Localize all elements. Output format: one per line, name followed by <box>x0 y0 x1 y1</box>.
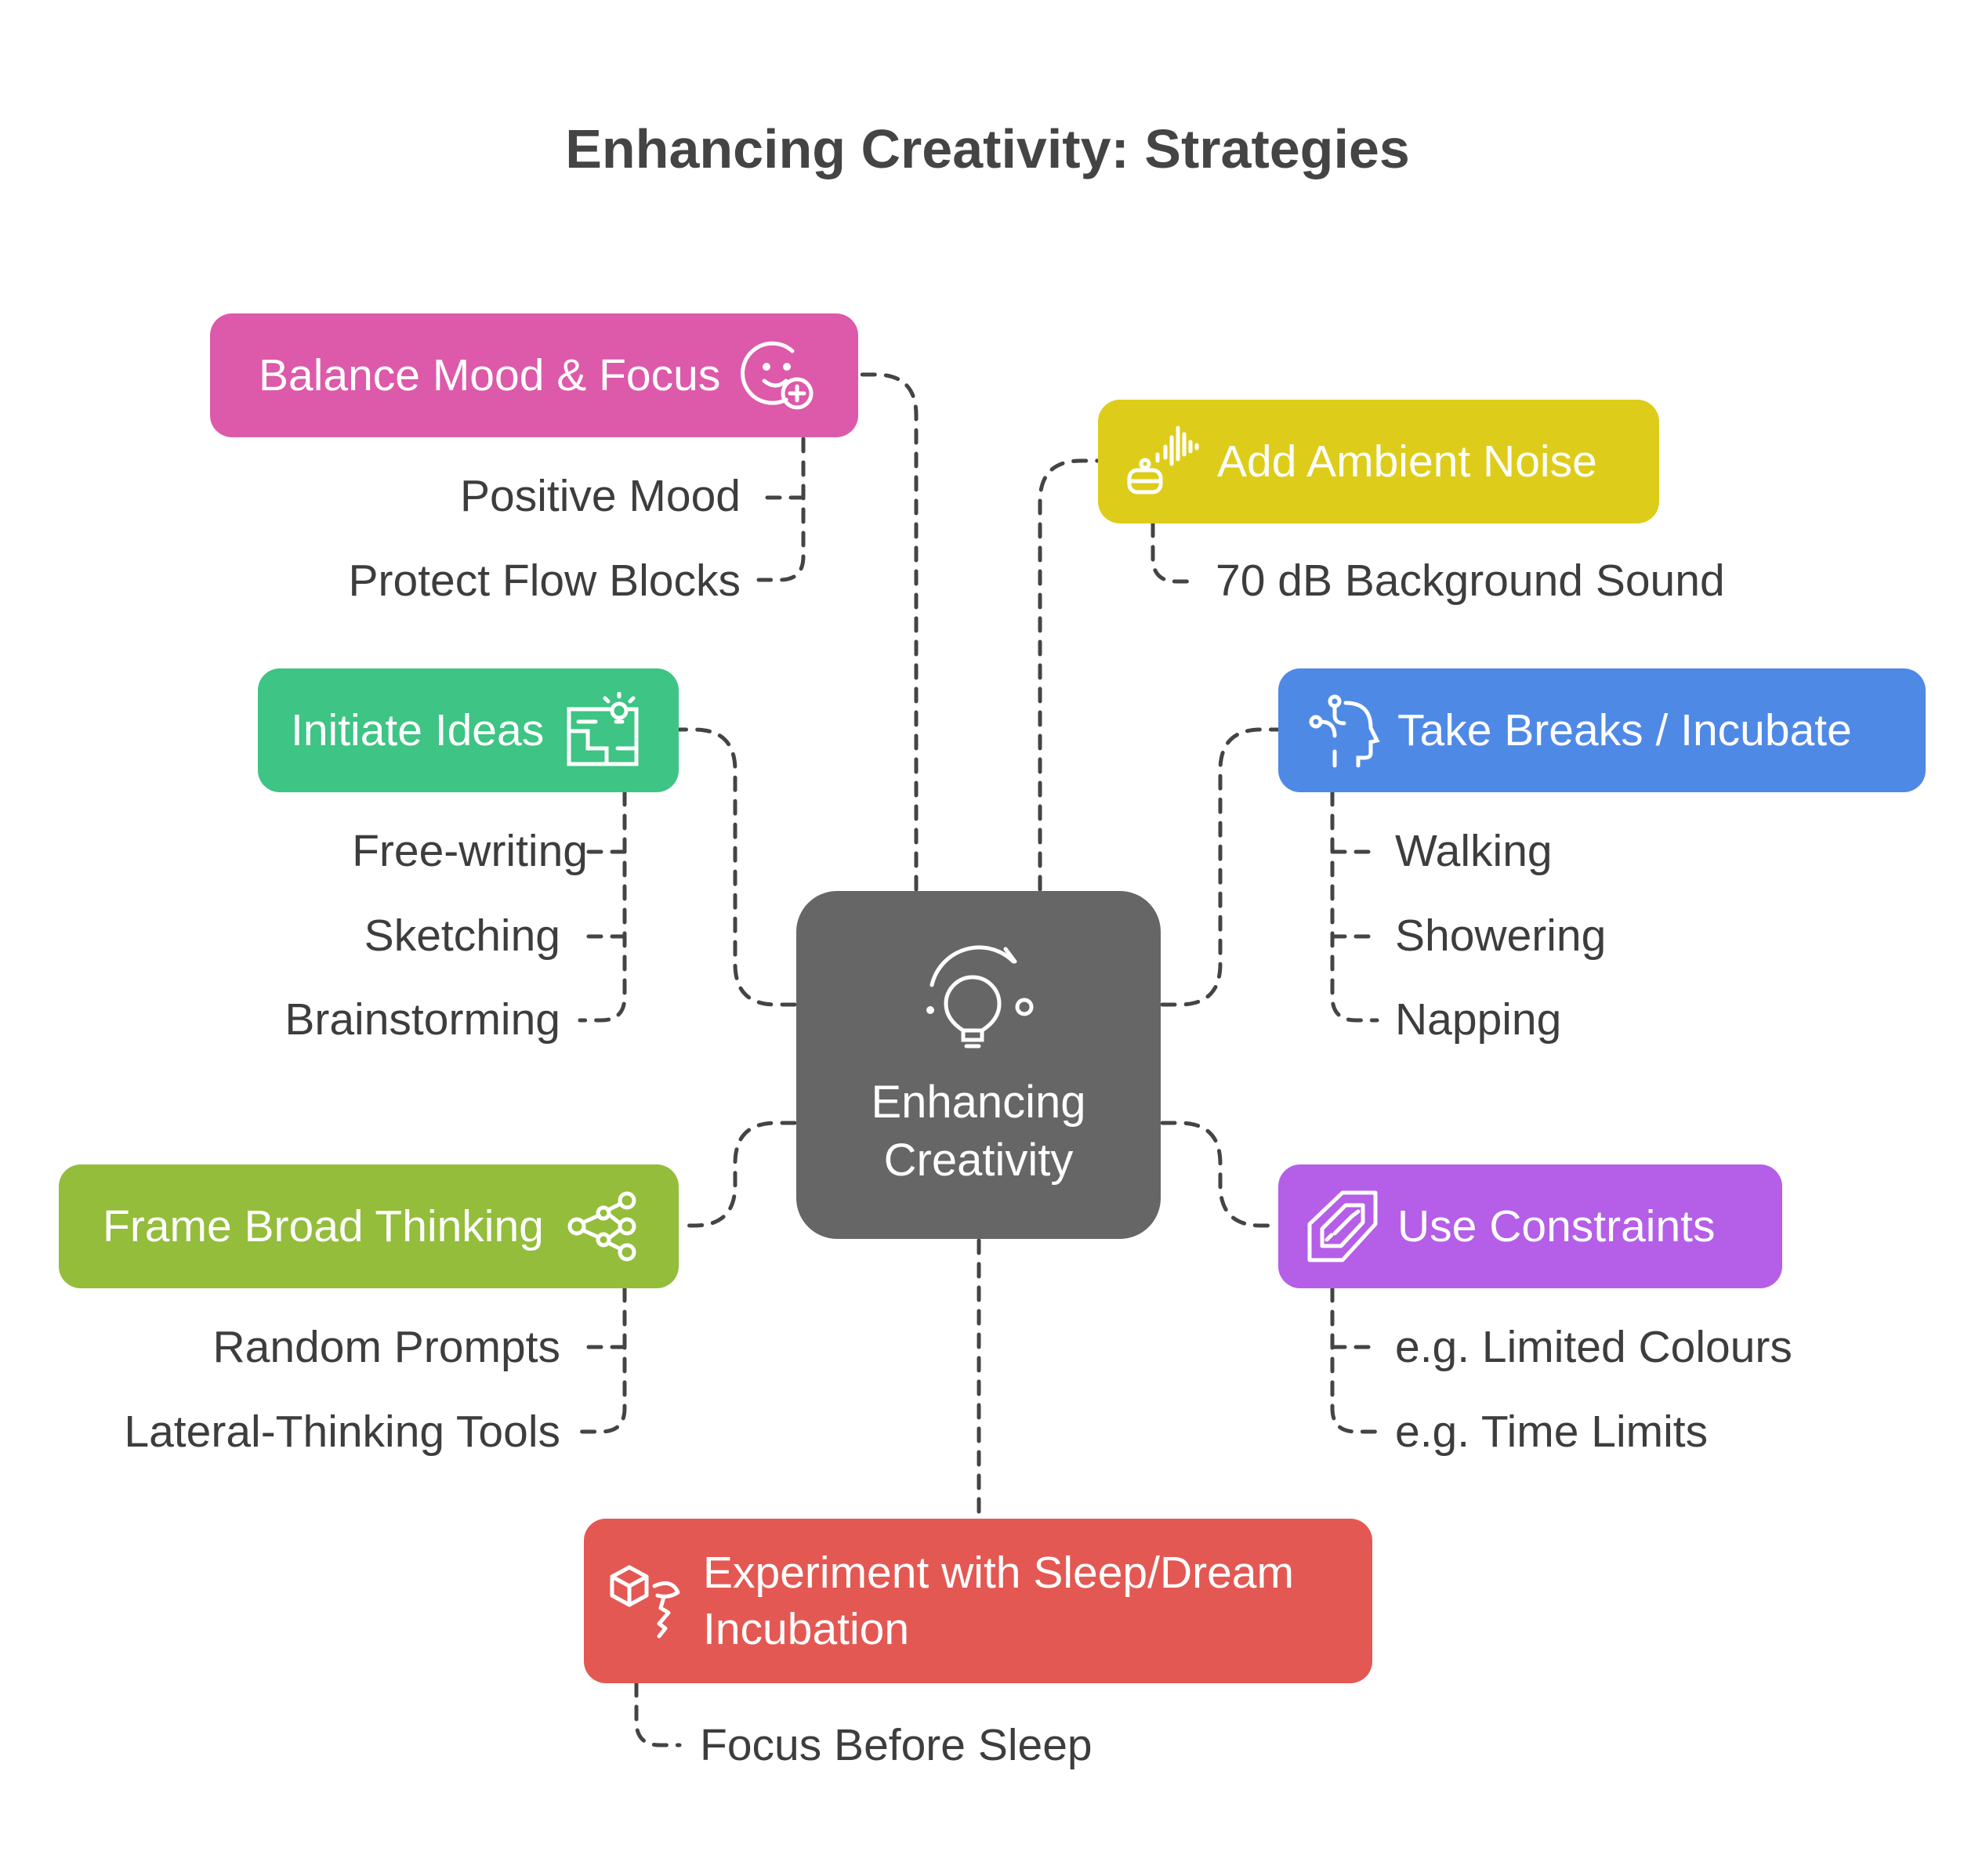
list-item: Random Prompts <box>212 1322 560 1372</box>
node-initiate-label: Initiate Ideas <box>291 705 545 755</box>
center-label-line1: Enhancing <box>871 1077 1086 1128</box>
share-network-icon <box>564 1188 641 1265</box>
node-take-breaks-incubate: Take Breaks / Incubate <box>1278 668 1926 792</box>
node-frame-label: Frame Broad Thinking <box>103 1201 544 1251</box>
node-constraints-label: Use Constraints <box>1397 1201 1716 1251</box>
node-sleep-label-line2: Incubation <box>703 1604 910 1654</box>
list-item: Positive Mood <box>459 471 741 521</box>
node-use-constraints: Use Constraints <box>1278 1164 1782 1288</box>
center-label: Enhancing Creativity <box>796 1074 1161 1190</box>
node-balance-label: Balance Mood & Focus <box>259 350 721 400</box>
list-item: e.g. Time Limits <box>1395 1407 1709 1457</box>
node-breaks-label: Take Breaks / Incubate <box>1397 705 1852 755</box>
head-thought-icon <box>1303 692 1380 769</box>
smiley-plus-icon <box>741 337 817 414</box>
list-item: e.g. Limited Colours <box>1395 1322 1792 1372</box>
node-add-ambient-noise: Add Ambient Noise <box>1098 400 1659 523</box>
list-item: 70 dB Background Sound <box>1216 556 1725 606</box>
node-sleep-label-line1: Experiment with Sleep/Dream <box>703 1548 1294 1598</box>
center-hub: Enhancing Creativity <box>796 891 1161 1239</box>
node-ambient-label: Add Ambient Noise <box>1217 436 1597 487</box>
cube-dream-icon <box>609 1563 686 1639</box>
list-item: Napping <box>1395 994 1562 1045</box>
diagram-title: Enhancing Creativity: Strategies <box>565 118 1410 179</box>
list-item: Focus Before Sleep <box>700 1720 1093 1770</box>
node-frame-broad-thinking: Frame Broad Thinking <box>59 1164 679 1288</box>
sound-wave-icon <box>1123 423 1200 500</box>
node-sleep-dream-incubation: Experiment with Sleep/Dream Incubation <box>584 1519 1372 1683</box>
lightbulb-idea-icon <box>918 938 1035 1059</box>
node-balance-mood-focus: Balance Mood & Focus <box>210 313 858 437</box>
idea-board-icon <box>564 692 641 769</box>
list-item: Free-writing <box>352 826 588 876</box>
circuit-chip-icon <box>1303 1188 1380 1265</box>
list-item: Walking <box>1395 826 1553 876</box>
center-label-line2: Creativity <box>883 1135 1074 1186</box>
list-item: Sketching <box>364 911 560 961</box>
node-initiate-ideas: Initiate Ideas <box>258 668 679 792</box>
list-item: Lateral-Thinking Tools <box>124 1407 560 1457</box>
list-item: Brainstorming <box>284 994 560 1045</box>
list-item: Showering <box>1395 911 1607 961</box>
list-item: Protect Flow Blocks <box>348 556 741 606</box>
